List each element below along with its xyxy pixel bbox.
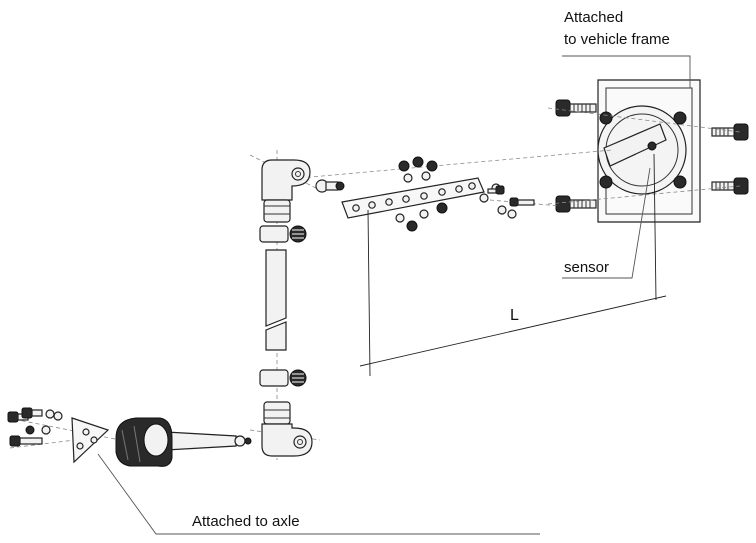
lever-bolts	[487, 185, 535, 207]
dimension-label: L	[510, 307, 519, 324]
bolt-icon	[487, 185, 505, 195]
axle-leader	[97, 453, 540, 535]
axle-clamp-block	[115, 417, 173, 467]
bolt-icon	[9, 435, 43, 447]
dimension-l	[359, 153, 667, 377]
bolt-icon	[555, 99, 597, 117]
ball-stud-upper	[315, 179, 345, 193]
upper-elbow-joint	[261, 159, 311, 223]
frame-label-line1: Attached	[564, 9, 623, 26]
bolt-icon	[509, 197, 535, 207]
axle-label: Attached to axle	[192, 513, 300, 530]
frame-label-line2: to vehicle frame	[564, 31, 670, 48]
sensor-leader	[562, 167, 651, 279]
rod-end-upper	[259, 225, 307, 243]
axle-rod	[165, 431, 252, 451]
frame-mounting-bolts	[555, 99, 749, 213]
linkage-rod	[265, 249, 287, 351]
sensor-label: sensor	[564, 259, 609, 276]
axle-bolts	[7, 407, 63, 447]
bolt-icon	[711, 177, 749, 195]
rod-end-lower	[259, 369, 307, 387]
lever-arm	[341, 177, 485, 219]
frame-leader	[562, 55, 691, 88]
axle-bracket-plate	[71, 417, 110, 464]
sensor-body	[597, 105, 687, 195]
bolt-icon	[711, 123, 749, 141]
lower-elbow-joint	[261, 401, 313, 457]
bolt-icon	[21, 407, 43, 419]
bolt-icon	[555, 195, 597, 213]
